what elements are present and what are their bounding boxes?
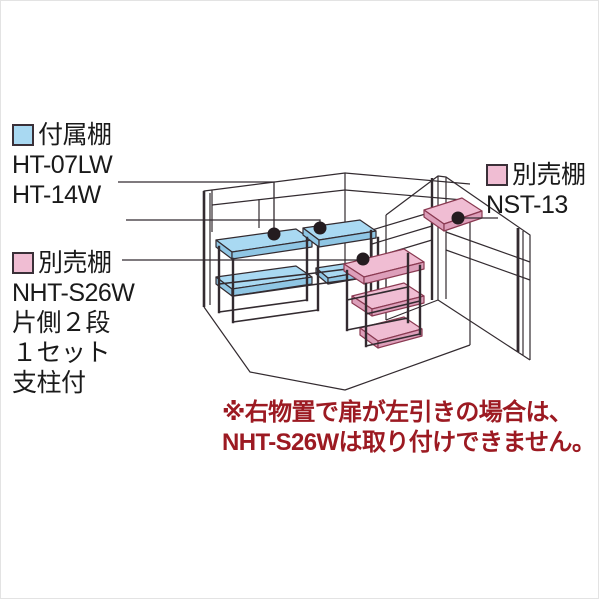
callout-dot-nst-13 bbox=[451, 211, 465, 225]
legend-nst-code: NST-13 bbox=[486, 191, 568, 219]
warning-note-line-2: NHT-S26Wは取り付けできません。 bbox=[222, 429, 596, 456]
blue-color-swatch-icon bbox=[12, 124, 34, 146]
callout-dot-ht-14w bbox=[313, 221, 327, 235]
legend-blue-code-2: HT-14W bbox=[12, 181, 101, 209]
legend-blue-title-row: 付属棚 bbox=[12, 120, 112, 150]
legend-included-shelf: 付属棚 HT-07LW HT-14W bbox=[12, 120, 113, 210]
legend-pink-line-1: NHT-S26W bbox=[12, 279, 135, 307]
pink-color-swatch-icon bbox=[12, 252, 34, 274]
legend-optional-shelf: 別売棚 NHT-S26W 片側２段 １セット 支柱付 bbox=[12, 248, 135, 398]
legend-blue-code-1: HT-07LW bbox=[12, 151, 113, 179]
legend-pink-title-row: 別売棚 bbox=[12, 248, 134, 278]
warning-note: ※右物置で扉が左引きの場合は、 NHT-S26Wは取り付けできません。 bbox=[222, 398, 596, 458]
callout-dot-nht-s26w bbox=[356, 252, 370, 266]
warning-note-line-1: ※右物置で扉が左引きの場合は、 bbox=[222, 399, 573, 426]
legend-pink-line-3: １セット bbox=[12, 339, 111, 367]
legend-nst-title: 別売棚 bbox=[512, 161, 586, 189]
legend-nst-title-row: 別売棚 bbox=[486, 160, 586, 190]
legend-optional-shelf-nst: 別売棚 NST-13 bbox=[486, 160, 586, 220]
legend-blue-title: 付属棚 bbox=[38, 121, 112, 149]
legend-pink-line-4: 支柱付 bbox=[12, 369, 86, 397]
legend-pink-title: 別売棚 bbox=[38, 249, 112, 277]
pink-color-swatch-icon-nst bbox=[486, 164, 508, 186]
callout-dot-ht-07lw bbox=[267, 227, 281, 241]
legend-pink-line-2: 片側２段 bbox=[12, 309, 111, 337]
